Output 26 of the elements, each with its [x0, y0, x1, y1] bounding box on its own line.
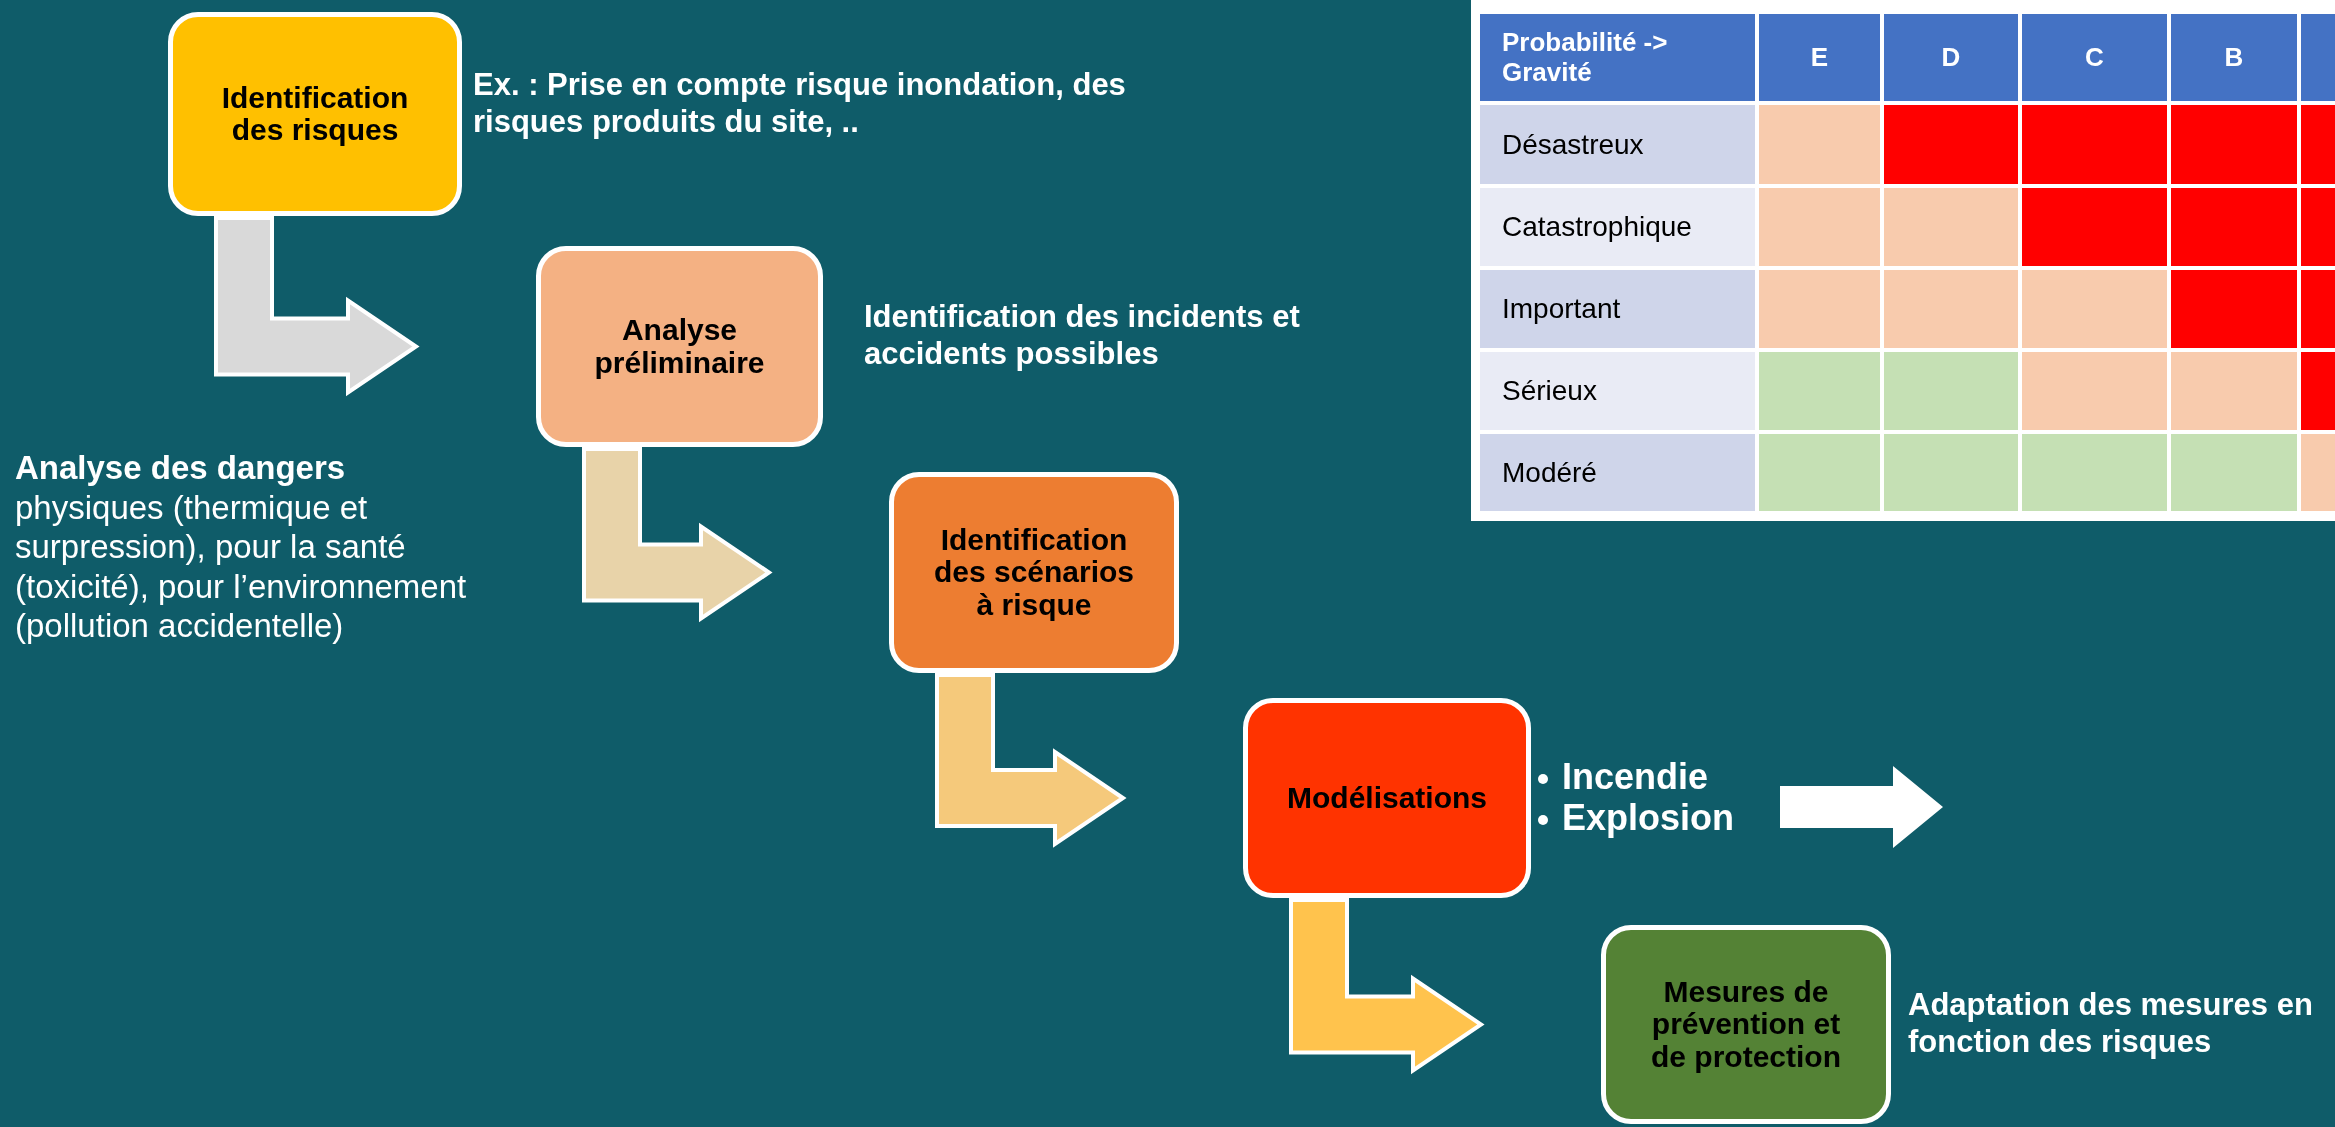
header-cell: E	[1759, 14, 1880, 101]
process-box: Identification des risques	[168, 12, 462, 216]
process-box: Analyse préliminaire	[536, 246, 823, 447]
list-item-text: Incendie	[1562, 756, 1709, 797]
row-header-cell: Catastrophique	[1480, 188, 1755, 266]
note-text: Ex. : Prise en compte risque inondation, des risques produits du site, ..	[473, 66, 1127, 141]
row-header-cell: Sérieux	[1480, 352, 1755, 430]
header-cell: B	[2171, 14, 2297, 101]
bent-block-arrow	[1289, 898, 1485, 1075]
note-text: Identification des incidents et accidents possibles	[864, 298, 1301, 373]
header-cell: C	[2022, 14, 2167, 101]
process-box: Identification des scénarios à risque	[889, 472, 1179, 673]
row-header-cell: Important	[1480, 270, 1755, 348]
row-header-cell: Modéré	[1480, 434, 1755, 511]
bent-block-arrow	[935, 673, 1127, 848]
bent-block-arrow	[582, 447, 773, 623]
block-arrow	[1780, 766, 1943, 848]
process-box: Modélisations	[1243, 698, 1531, 898]
header-cell: Probabilité -> Gravité	[1480, 14, 1755, 101]
header-cell: D	[1884, 14, 2018, 101]
note-text: Analyse des dangers physiques (thermique et surpression), pour la santé (toxicité), pour l’environnement (pollution accidentelle)	[15, 448, 468, 646]
process-box: Mesures de prévention et de protection	[1601, 925, 1891, 1124]
bent-block-arrow	[214, 216, 420, 397]
note-text: Adaptation des mesures en fonction des risques	[1908, 986, 2314, 1061]
list-item-text: Explosion	[1562, 797, 1735, 839]
row-header-cell: Désastreux	[1480, 105, 1755, 184]
